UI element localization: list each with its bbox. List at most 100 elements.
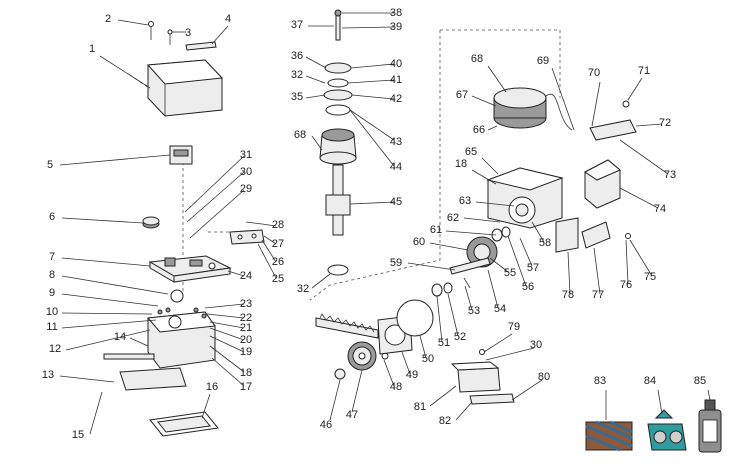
callout-leader-line <box>349 109 395 167</box>
callout-leader-line <box>59 375 115 383</box>
part-callout-label: 16 <box>206 381 218 393</box>
callout-leader-line <box>485 347 535 361</box>
gear-shaft-icon <box>319 9 357 276</box>
callout-leader-line <box>261 239 277 263</box>
gear-wheel-icon <box>334 341 389 380</box>
motor-cover-icon <box>146 59 224 117</box>
callout-leader-line <box>625 239 629 285</box>
part-callout-label: 52 <box>454 331 466 343</box>
motor-coil-icon <box>493 87 573 131</box>
part-callout-label: 59 <box>390 257 402 269</box>
part-callout-label: 54 <box>494 303 506 315</box>
part-callout-label: 73 <box>664 169 676 181</box>
callout-leader-line <box>349 201 395 205</box>
callout-leader-line <box>419 335 427 359</box>
part-callout-label: 66 <box>473 124 485 136</box>
flange-49 <box>377 299 434 355</box>
part-callout-label: 56 <box>522 281 534 293</box>
part-callout-label: 46 <box>320 419 332 431</box>
callout-leader-line <box>707 389 711 401</box>
plate-16 <box>149 411 219 437</box>
oil-bottle-icon <box>698 399 722 453</box>
part-callout-label: 53 <box>468 305 480 317</box>
part-callout-label: 65 <box>465 146 477 158</box>
part-callout-label: 4 <box>225 13 231 25</box>
control-board-icon <box>148 255 232 283</box>
callout-leader-line <box>61 217 144 224</box>
callout-leader-line <box>305 75 326 84</box>
part-callout-label: 77 <box>592 289 604 301</box>
part-callout-label: 71 <box>638 65 650 77</box>
callout-leader-line <box>471 95 497 107</box>
part-callout-label: 15 <box>72 429 84 441</box>
switch-bracket-70-72 <box>589 100 637 141</box>
callout-leader-line <box>657 389 663 415</box>
part-callout-label: 3 <box>185 27 191 39</box>
callout-leader-line <box>463 217 501 223</box>
part-callout-label: 81 <box>414 401 426 413</box>
part-callout-label: 25 <box>272 273 284 285</box>
part-callout-label: 61 <box>430 224 442 236</box>
part-callout-label: 18 <box>455 158 467 170</box>
callout-leader-line <box>507 235 527 287</box>
callout-leader-line <box>407 262 456 271</box>
part-callout-label: 83 <box>594 375 606 387</box>
part-callout-label: 50 <box>422 353 434 365</box>
callout-leader-line <box>89 391 103 435</box>
callout-leader-line <box>59 154 171 166</box>
callout-leader-line <box>65 329 151 351</box>
callout-leader-line <box>61 257 151 267</box>
part-callout-label: 35 <box>291 91 303 103</box>
callout-leader-line <box>627 77 643 101</box>
part-callout-label: 67 <box>456 89 468 101</box>
callout-leader-line <box>61 312 153 315</box>
part-callout-label: 68 <box>471 53 483 65</box>
part-callout-label: 18 <box>240 367 252 379</box>
part-callout-label: 76 <box>620 279 632 291</box>
callout-leader-line <box>447 293 459 337</box>
part-callout-label: 80 <box>538 371 550 383</box>
ring-8 <box>170 289 184 303</box>
part-callout-label: 62 <box>447 212 459 224</box>
part-callout-label: 38 <box>390 7 402 19</box>
part-callout-label: 6 <box>49 211 55 223</box>
callout-leader-line <box>401 351 411 375</box>
callout-leader-line <box>351 94 395 100</box>
part-callout-label: 19 <box>240 346 252 358</box>
part-callout-label: 29 <box>240 183 252 195</box>
callout-leader-line <box>619 187 659 209</box>
callout-leader-line <box>209 345 245 373</box>
callout-leader-line <box>475 201 515 207</box>
callout-leader-line <box>481 157 499 175</box>
callout-leader-line <box>567 251 571 295</box>
part-callout-label: 70 <box>588 67 600 79</box>
part-callout-label: 26 <box>272 256 284 268</box>
callout-leader-line <box>487 269 499 309</box>
board-bracket-24-27 <box>229 221 265 245</box>
gearbox-housing <box>486 167 564 229</box>
callout-leader-line <box>263 235 277 245</box>
base-housing <box>147 307 216 369</box>
callout-leader-line <box>619 139 669 175</box>
knob-6 <box>142 216 160 229</box>
bearings-50-52 <box>431 277 471 297</box>
callout-leader-line <box>487 125 498 131</box>
callout-leader-line <box>184 155 245 213</box>
callout-leader-line <box>383 359 395 387</box>
callout-leader-line <box>99 55 151 89</box>
gear-55 <box>449 226 511 275</box>
callout-leader-line <box>261 223 277 227</box>
part-callout-label: 36 <box>291 50 303 62</box>
callout-leader-line <box>487 65 507 93</box>
callout-leader-line <box>350 63 395 69</box>
callout-leader-line <box>211 25 229 45</box>
part-callout-label: 14 <box>114 331 126 343</box>
part-callout-label: 37 <box>291 19 303 31</box>
part-callout-label: 20 <box>240 334 252 346</box>
part-callout-label: 39 <box>390 21 402 33</box>
callout-leader-line <box>61 275 169 295</box>
part-callout-label: 60 <box>413 236 425 248</box>
part-callout-label: 41 <box>390 74 402 86</box>
part-callout-label: 24 <box>240 270 252 282</box>
callout-leader-line <box>591 81 601 127</box>
